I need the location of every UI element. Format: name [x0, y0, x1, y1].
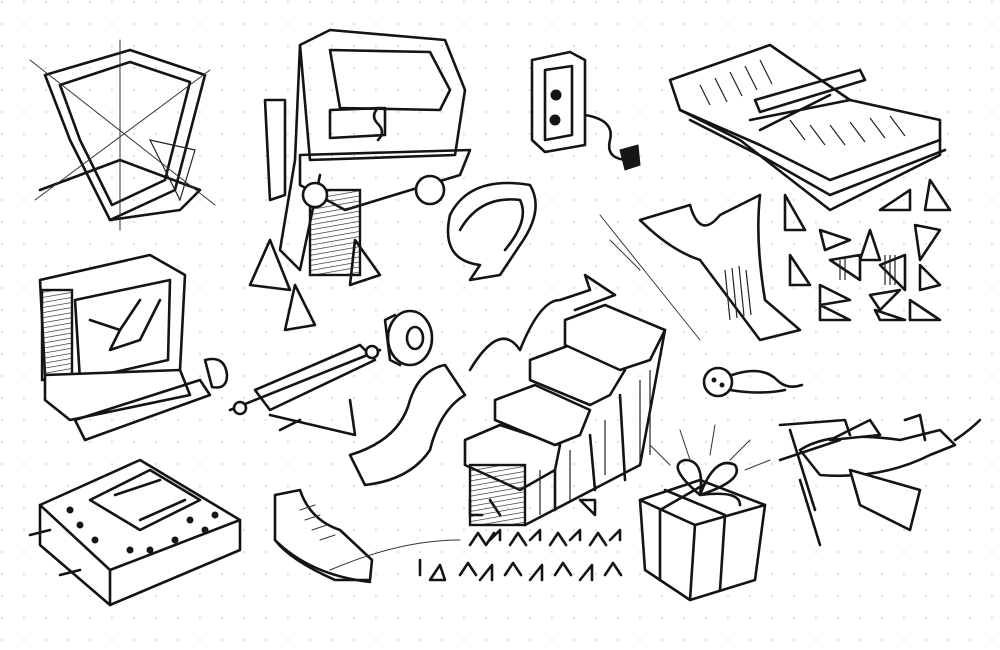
triangle-studies-sketch: [783, 178, 952, 322]
cracked-tv-sketch: [38, 253, 229, 442]
staircase-sketch: [348, 273, 667, 527]
press-machine-sketch: [248, 28, 472, 332]
maze-board-sketch: [28, 458, 242, 607]
glyph-rows-sketch: [329, 498, 623, 582]
airplane-sketch: [778, 413, 982, 547]
gift-box-sketch: [638, 424, 771, 602]
curled-sheet-sketch: [599, 193, 802, 342]
ribbon-loop-sketch: [446, 181, 537, 282]
x-frame-sketch: [29, 39, 216, 231]
shoe-sketch: [273, 488, 374, 584]
meteor-sketch: [702, 366, 804, 398]
speaker-box-sketch: [530, 50, 641, 171]
tape-roll-sketch: [383, 309, 434, 367]
roller-rod-sketch: [228, 343, 382, 437]
open-book-sketch: [668, 43, 947, 212]
